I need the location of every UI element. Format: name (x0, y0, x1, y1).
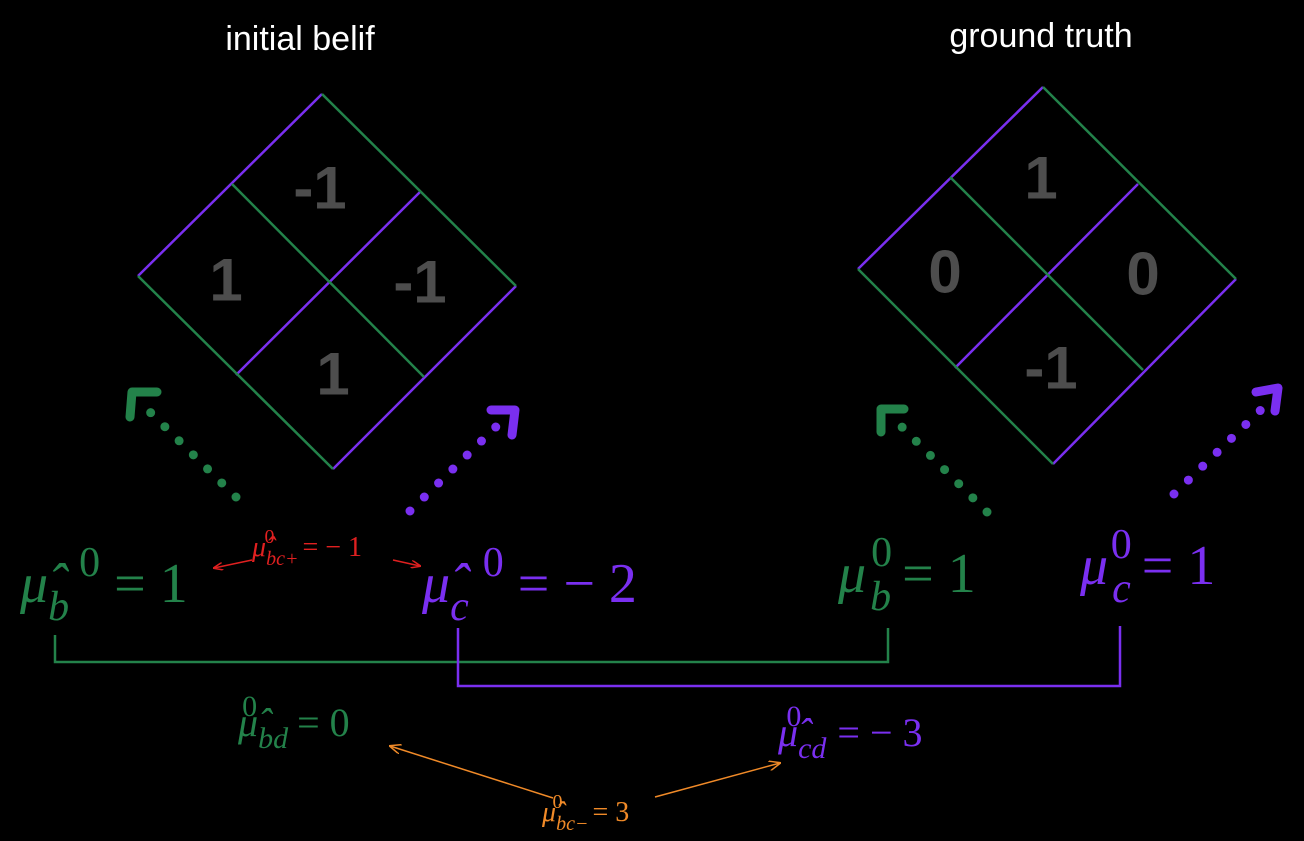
eq-mu-hat-b: μ̂b0= 1 (19, 540, 188, 630)
eq-mu-hat-cd: μ̂cd0= − 3 (777, 700, 923, 765)
eq-mu-hat-bc-plus: μ̂bc+0= − 1 (251, 526, 362, 570)
right-cell-top: 1 (1024, 145, 1057, 212)
right-cell-right: 0 (1126, 241, 1159, 308)
eq-mu-hat-bc-minus: μ̂bc−0= 3 (541, 791, 629, 835)
arrow-orange-left (390, 746, 554, 799)
right-diamond-grid: 1 0 0 -1 (857, 86, 1237, 465)
arrow-red-right (392, 559, 420, 566)
arrow-orange-right (654, 763, 780, 798)
connector-purple-c (456, 626, 1122, 688)
right-cell-bottom: -1 (1024, 335, 1077, 402)
eq-mu-b: μb0= 1 (837, 530, 976, 620)
eq-mu-hat-c: μ̂c0= − 2 (421, 540, 637, 630)
right-cell-left: 0 (928, 239, 961, 306)
left-diamond-grid: -1 1 -1 1 (137, 93, 517, 470)
left-cell-right: -1 (393, 249, 446, 316)
dotted-arrow-right-green (876, 404, 992, 517)
title-initial-belief: initial belif (225, 20, 375, 58)
title-ground-truth: ground truth (949, 17, 1132, 55)
left-cell-left: 1 (209, 247, 242, 314)
left-cell-top: -1 (293, 155, 346, 222)
left-cell-bottom: 1 (316, 341, 349, 408)
connector-green-b (53, 628, 890, 664)
dotted-arrow-right-purple (1169, 383, 1283, 499)
dotted-arrow-left-green (125, 387, 241, 502)
arrow-red-left (214, 559, 253, 568)
eq-mu-c: μc0= 1 (1079, 522, 1215, 612)
eq-mu-hat-bd: μ̂bd0= 0 (237, 690, 350, 755)
dotted-arrow-left-purple (405, 405, 520, 516)
